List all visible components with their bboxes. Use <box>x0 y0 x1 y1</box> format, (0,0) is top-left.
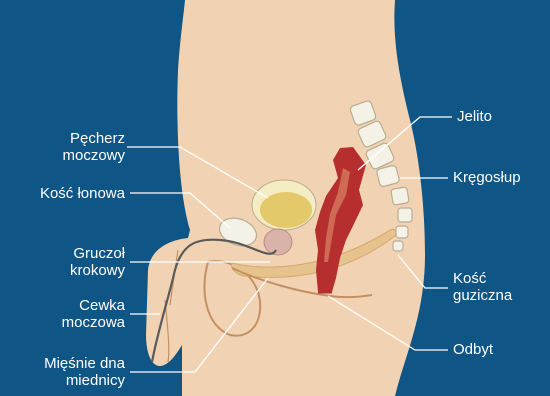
prostate <box>264 229 292 255</box>
label-anus: Odbyt <box>453 341 493 358</box>
label-prostate: Gruczoł krokowy <box>70 245 125 279</box>
label-intestine: Jelito <box>457 108 492 125</box>
label-urethra: Cewka moczowa <box>62 297 125 331</box>
label-pubic-bone: Kość łonowa <box>40 185 125 202</box>
label-bladder: Pęcherz moczowy <box>62 130 125 164</box>
label-spine: Kręgosłup <box>453 169 521 186</box>
label-pelvic-floor: Mięśnie dna miednicy <box>44 355 125 389</box>
label-coccyx: Kość guziczna <box>453 270 512 304</box>
